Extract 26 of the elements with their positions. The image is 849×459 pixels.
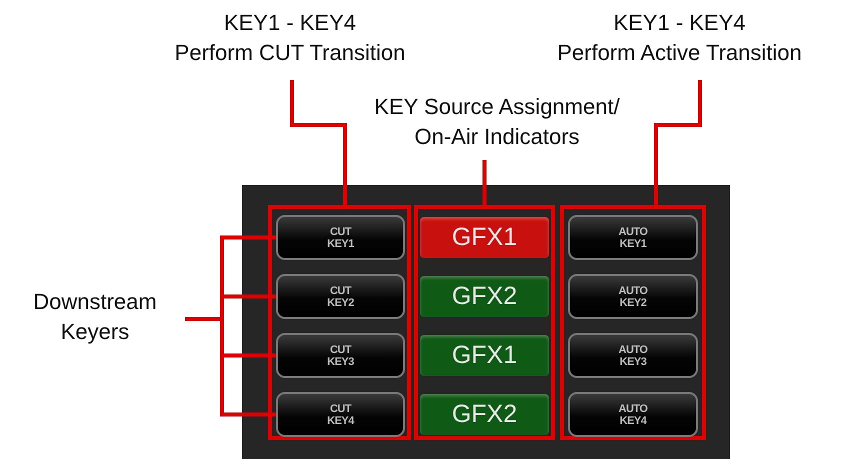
callout-text: Perform CUT Transition	[174, 39, 406, 67]
button-group-outline	[560, 205, 706, 440]
source-button: GFX2	[420, 276, 549, 317]
key-button: AUTO KEY3	[568, 333, 698, 378]
leader-line	[654, 80, 702, 205]
key-button: CUT KEY2	[276, 274, 405, 319]
callout-text: KEY1 - KEY4	[222, 9, 358, 37]
key-button: AUTO KEY1	[568, 215, 698, 260]
key-button: AUTO KEY2	[568, 274, 698, 319]
leader-line	[290, 80, 347, 205]
button-group-outline	[414, 205, 555, 440]
leader-line	[482, 160, 486, 205]
control-panel	[242, 185, 730, 459]
key-button: CUT KEY1	[276, 215, 405, 260]
callout-text: KEY1 - KEY4	[612, 9, 747, 37]
key-button: CUT KEY3	[276, 333, 405, 378]
source-button: GFX1	[420, 335, 549, 376]
source-button: GFX1	[420, 217, 549, 258]
source-button: GFX2	[420, 394, 549, 435]
callout-text: Downstream Keyers	[33, 288, 157, 346]
button-group-outline	[268, 205, 411, 440]
key-button: CUT KEY4	[276, 392, 405, 437]
callout-text: On-Air Indicators	[413, 123, 581, 151]
key-button: AUTO KEY4	[568, 392, 698, 437]
callout-text: KEY Source Assignment/	[373, 93, 621, 121]
callout-text: Perform Active Transition	[556, 39, 803, 67]
